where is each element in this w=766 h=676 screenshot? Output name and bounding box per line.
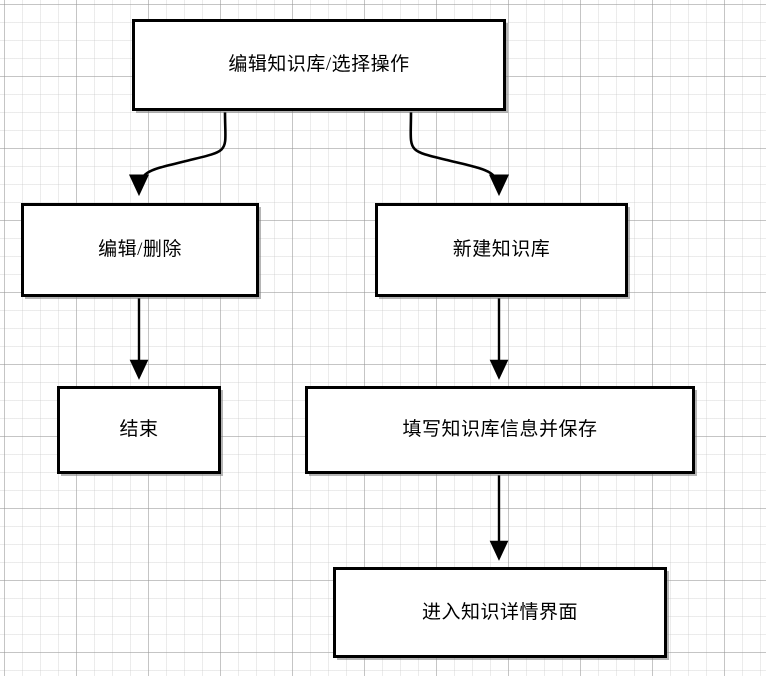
- node-label: 编辑/删除: [98, 239, 182, 261]
- edge-top-to-edit-delete: [128, 111, 227, 197]
- node-enter-knowledge-detail[interactable]: 进入知识详情界面: [333, 567, 667, 658]
- node-label: 编辑知识库/选择操作: [228, 54, 410, 76]
- node-fill-kb-info-save[interactable]: 填写知识库信息并保存: [305, 386, 695, 474]
- node-end[interactable]: 结束: [57, 386, 221, 474]
- node-label: 结束: [119, 419, 159, 441]
- node-label: 新建知识库: [452, 239, 551, 261]
- node-edit-delete[interactable]: 编辑/删除: [21, 203, 259, 297]
- node-create-kb[interactable]: 新建知识库: [375, 203, 628, 297]
- edge-top-to-create-kb: [409, 111, 510, 197]
- node-label: 填写知识库信息并保存: [402, 419, 598, 441]
- node-edit-kb-select-action[interactable]: 编辑知识库/选择操作: [132, 19, 506, 111]
- node-label: 进入知识详情界面: [421, 601, 578, 623]
